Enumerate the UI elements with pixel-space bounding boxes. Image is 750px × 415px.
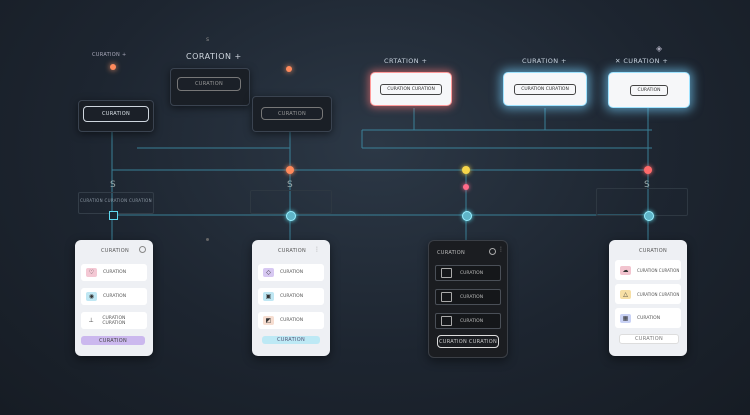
glow-card-2-button[interactable]: CURATION CURATION bbox=[514, 83, 576, 95]
gear-icon: ◈ bbox=[656, 44, 663, 53]
menu-icon[interactable]: ⋮ bbox=[498, 246, 504, 253]
phone-screen-2: CURATION ⋮ ◇ CURATION ▣ CURATION ◩ CURAT… bbox=[252, 240, 330, 356]
cloud-icon: ☁ bbox=[620, 265, 631, 275]
phone-screen-4: CURATION ☁ CURATION CURATION △ CURATION … bbox=[609, 240, 687, 356]
hub-node bbox=[462, 211, 472, 221]
node-glyph-mid: S bbox=[287, 180, 293, 190]
lock-icon: ▦ bbox=[620, 313, 631, 323]
list-item[interactable]: ☁ CURATION CURATION bbox=[615, 260, 681, 280]
node-box-right bbox=[596, 188, 688, 216]
list-item[interactable]: ⊥ CURATION CURATION bbox=[81, 312, 147, 329]
list-item[interactable]: △ CURATION CURATION bbox=[615, 284, 681, 304]
list-item[interactable]: ◇ CURATION bbox=[258, 264, 324, 281]
glow-card-2[interactable]: CURATION CURATION bbox=[503, 72, 587, 106]
curation-card-left: CURATION bbox=[78, 100, 154, 132]
list-item[interactable]: CURATION bbox=[435, 289, 501, 305]
curation-button[interactable]: CURATION bbox=[83, 106, 149, 122]
phone-title: CURATION bbox=[437, 250, 466, 256]
small-dot bbox=[206, 238, 209, 241]
phone-screen-1: CURATION ♡ CURATION ◉ CURATION ⊥ CURATIO… bbox=[75, 240, 153, 356]
curation-card-mid-button[interactable]: CURATION bbox=[261, 107, 323, 120]
curation-card-mid: CURATION bbox=[252, 96, 332, 132]
list-item[interactable]: ◩ CURATION bbox=[258, 312, 324, 329]
curation-panel-button[interactable]: CURATION bbox=[177, 77, 241, 91]
glow-card-3[interactable]: CURATION bbox=[608, 72, 690, 108]
action-button[interactable]: CURATION bbox=[262, 336, 320, 344]
card-title-1: CRTATION + bbox=[384, 57, 428, 65]
action-button[interactable]: CURATION CURATION bbox=[437, 335, 499, 348]
settings-icon[interactable] bbox=[139, 246, 146, 253]
hub-node bbox=[644, 211, 654, 221]
box-icon bbox=[441, 316, 452, 326]
cluster-title: CORATION + bbox=[186, 52, 242, 61]
status-dot-red bbox=[644, 166, 652, 174]
node-label-left: CURATION CURATION CURATION bbox=[80, 198, 152, 203]
action-button[interactable]: CURATION bbox=[81, 336, 145, 345]
shield-icon: ◇ bbox=[263, 268, 274, 277]
eye-icon: ◉ bbox=[86, 292, 97, 301]
warning-icon: △ bbox=[620, 289, 631, 299]
card-title-3: ✕ CURATION + bbox=[615, 57, 669, 65]
phone-screen-3: CURATION ⋮ CURATION CURATION CURATION CU… bbox=[428, 240, 508, 358]
status-dot-yellow bbox=[462, 166, 470, 174]
list-item[interactable]: CURATION bbox=[435, 313, 501, 329]
box-icon bbox=[441, 292, 452, 302]
pin-icon: ⊥ bbox=[86, 316, 97, 325]
status-dot-pink bbox=[463, 184, 469, 190]
small-title: CURATION + bbox=[92, 52, 127, 58]
curation-panel: CURATION bbox=[170, 68, 250, 106]
orange-light-icon bbox=[110, 64, 116, 70]
settings-icon[interactable] bbox=[489, 248, 496, 255]
image-icon: ▣ bbox=[263, 292, 274, 301]
list-item[interactable]: ▣ CURATION bbox=[258, 288, 324, 305]
heart-icon: ♡ bbox=[86, 268, 97, 277]
menu-icon[interactable]: ⋮ bbox=[314, 246, 320, 253]
glow-card-1-button[interactable]: CURATION CURATION bbox=[380, 83, 442, 95]
glow-card-1[interactable]: CURATION CURATION bbox=[370, 72, 452, 106]
list-item[interactable]: ♡ CURATION bbox=[81, 264, 147, 281]
orange-light-icon bbox=[286, 66, 292, 72]
phone-title: CURATION bbox=[101, 248, 130, 254]
status-dot-orange bbox=[286, 166, 294, 174]
hub-node bbox=[286, 211, 296, 221]
phone-title: CURATION bbox=[278, 248, 307, 254]
list-item[interactable]: ◉ CURATION bbox=[81, 288, 147, 305]
tag-icon: ◩ bbox=[263, 316, 274, 325]
node-glyph-left: S bbox=[110, 180, 116, 190]
box-icon bbox=[441, 268, 452, 278]
phone-title: CURATION bbox=[639, 248, 668, 254]
top-marker: s bbox=[206, 36, 210, 43]
list-item[interactable]: CURATION bbox=[435, 265, 501, 281]
list-item[interactable]: ▦ CURATION bbox=[615, 308, 681, 328]
card-title-2: CURATION + bbox=[522, 57, 567, 65]
node-glyph-right: S bbox=[644, 180, 650, 190]
action-button[interactable]: CURATION bbox=[619, 334, 679, 344]
glow-card-3-button[interactable]: CURATION bbox=[630, 84, 668, 96]
hub-square bbox=[109, 211, 118, 220]
